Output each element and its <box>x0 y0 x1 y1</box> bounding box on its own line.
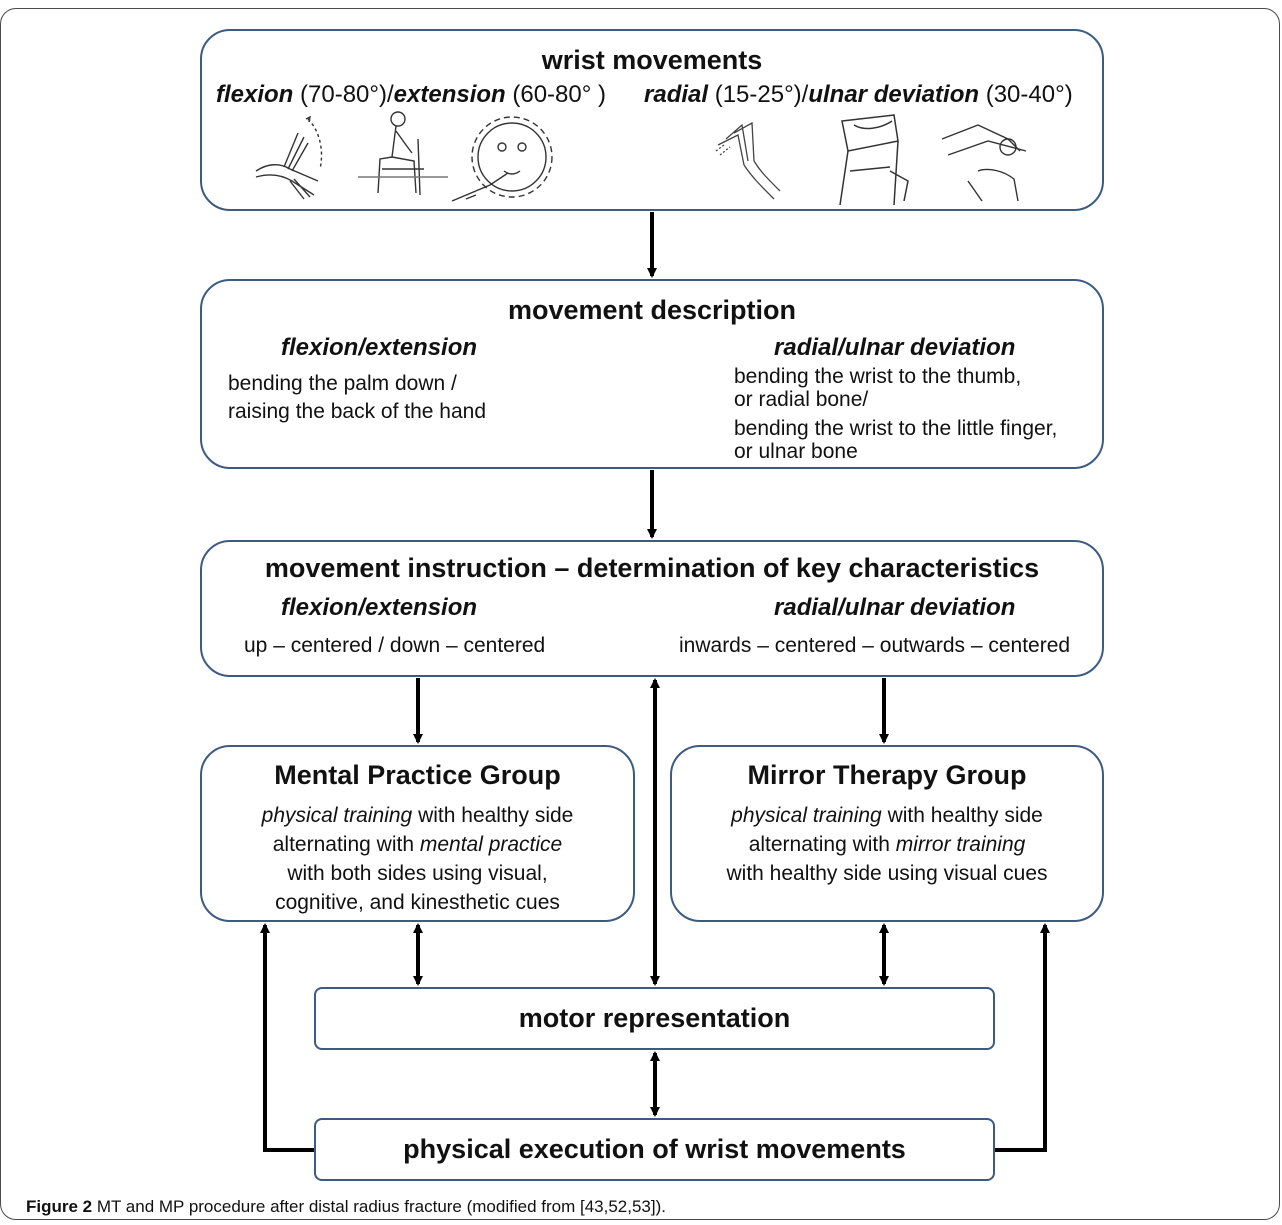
radial-range: (15-25°)/ <box>708 81 809 108</box>
hands-using-tool-icon <box>941 124 1027 202</box>
mirror-therapy-rest-1: with healthy side <box>881 804 1043 827</box>
figure-caption-text: MT and MP procedure after distal radius … <box>92 1197 666 1216</box>
mental-practice-group-title: Mental Practice Group <box>274 760 561 790</box>
child-brushing-teeth-icon <box>451 116 553 202</box>
mental-practice-line-4: cognitive, and kinesthetic cues <box>275 891 560 914</box>
description-flexion-line-2: raising the back of the hand <box>228 400 487 423</box>
mirror-therapy-emphasis-1: physical training <box>731 804 882 827</box>
mirror-therapy-emphasis-2: mirror training <box>895 833 1026 856</box>
physical-execution-title: physical execution of wrist movements <box>403 1134 906 1164</box>
mental-practice-group-box: Mental Practice Group physical training … <box>200 745 635 922</box>
mental-practice-rest-1: with healthy side <box>412 804 574 827</box>
mirror-therapy-line-2: alternating with mirror training <box>672 830 1102 859</box>
instruction-flexion-text: up – centered / down – centered <box>244 634 546 657</box>
mirror-therapy-group-box: Mirror Therapy Group physical training w… <box>670 745 1104 922</box>
movement-description-title: movement description <box>507 295 797 325</box>
arrow-physical-to-mental-practice <box>260 923 314 1152</box>
ulnar-range: (30-40°) <box>979 81 1073 108</box>
mental-practice-emphasis-2: mental practice <box>419 833 563 856</box>
flexion-extension-ranges: flexion (70-80°)/extension (60-80° ) <box>216 81 606 109</box>
physical-execution-box: physical execution of wrist movements <box>314 1118 995 1181</box>
mirror-therapy-group-title: Mirror Therapy Group <box>747 760 1027 790</box>
figure-frame <box>0 8 1280 1220</box>
instruction-radial-text: inwards – centered – outwards – centered <box>679 634 1071 657</box>
motor-representation-title: motor representation <box>518 1003 791 1033</box>
description-radial-line-2: or radial bone/ <box>734 388 869 411</box>
mirror-therapy-pre-2: alternating with <box>748 833 896 856</box>
movement-description-box: movement description flexion/extension r… <box>200 279 1104 469</box>
movement-instruction-title: movement instruction – determination of … <box>264 553 1040 583</box>
flexion-range: (70-80°)/ <box>293 81 394 108</box>
mental-practice-emphasis-1: physical training <box>261 804 413 827</box>
instruction-flexion-extension-heading: flexion/extension <box>281 594 478 621</box>
radial-ulnar-ranges: radial (15-25°)/ulnar deviation (30-40°) <box>644 81 1073 109</box>
movement-instruction-box: movement instruction – determination of … <box>200 540 1104 677</box>
description-flexion-line-1: bending the palm down / <box>228 372 457 395</box>
description-flexion-extension-heading: flexion/extension <box>281 334 478 361</box>
hand-holding-jar-icon <box>839 114 909 205</box>
wrist-movements-title: wrist movements <box>541 45 763 75</box>
arrow-physical-to-mirror-therapy <box>995 923 1050 1152</box>
seated-person-icon <box>358 111 448 196</box>
instruction-radial-ulnar-heading: radial/ulnar deviation <box>774 594 1016 621</box>
wrist-movements-box: wrist movements flexion (70-80°)/extensi… <box>200 29 1104 211</box>
description-ulnar-line-1: bending the wrist to the little finger, <box>734 417 1058 440</box>
hand-flexion-icon <box>255 115 323 200</box>
radial-label: radial <box>644 81 709 108</box>
extension-label: extension <box>393 81 506 108</box>
hand-waving-icon <box>715 121 781 200</box>
mental-practice-line-2: alternating with mental practice <box>202 830 633 859</box>
description-ulnar-line-2: or ulnar bone <box>734 440 858 463</box>
mental-practice-line-1: physical training with healthy side <box>202 801 633 830</box>
motor-representation-box: motor representation <box>314 987 995 1050</box>
description-radial-ulnar-heading: radial/ulnar deviation <box>774 334 1016 361</box>
mirror-therapy-line-1: physical training with healthy side <box>672 801 1102 830</box>
ulnar-deviation-label: ulnar deviation <box>808 81 980 108</box>
flexion-label: flexion <box>216 81 294 108</box>
mental-practice-pre-2: alternating with <box>272 833 420 856</box>
mental-practice-line-3: with both sides using visual, <box>287 862 548 885</box>
extension-range: (60-80° ) <box>505 81 606 108</box>
figure-caption-label: Figure 2 <box>26 1197 93 1216</box>
figure-caption: Figure 2 MT and MP procedure after dista… <box>26 1197 666 1217</box>
description-radial-line-1: bending the wrist to the thumb, <box>734 365 1022 388</box>
mirror-therapy-line-3: with healthy side using visual cues <box>726 862 1048 885</box>
